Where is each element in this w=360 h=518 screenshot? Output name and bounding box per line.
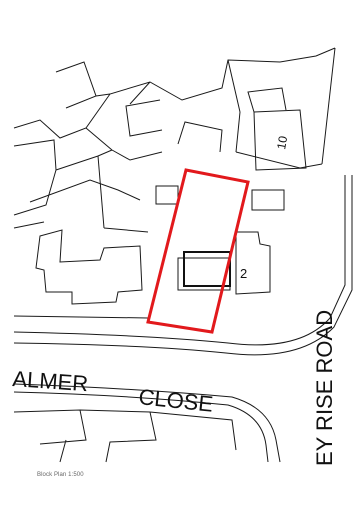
house-west [35,229,143,305]
road-edge-south [13,383,281,463]
plot-building-existing [183,251,231,287]
road-edge-north-inner [13,175,353,356]
road-edge-south-inner [13,391,269,463]
house-10 [253,109,307,171]
parcel-lines-south [13,409,237,463]
site-boundary [146,168,250,334]
road-label-rise-road: EY RISE ROAD [312,310,337,466]
house-2 [235,231,271,295]
plot-building-lower [177,257,231,291]
block-plan-caption: Block Plan 1:500 [37,472,84,478]
house-10-step [247,87,287,113]
road-label-palmer: ALMER [12,366,89,396]
outbuilding-east [251,189,285,211]
plot-label-10: 10 [274,135,290,151]
plot-label-2: 2 [240,266,247,281]
frontage-line [13,315,149,319]
parcel-lines-west [13,139,163,233]
road-edge-north [13,175,346,346]
outbuilding-north [155,185,179,205]
